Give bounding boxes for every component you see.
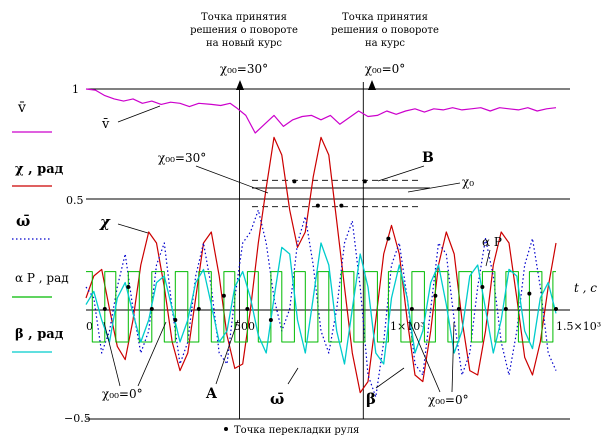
chi00-bottom-left: χ₀₀=0°	[102, 387, 143, 401]
y-tick-label: −0.5	[64, 412, 91, 425]
decision-annotation-left: Точка принятия решения о повороте на нов…	[190, 12, 298, 76]
y-tick-label: 1	[72, 83, 79, 96]
legend-label-chi: χ , рад	[15, 162, 64, 177]
reference-lines	[86, 82, 570, 419]
switch-point	[126, 285, 131, 289]
chi00-mid: χ₀₀=30°	[158, 151, 206, 165]
decision-right-line: Точка принятия	[342, 12, 428, 23]
series-layer	[85, 88, 557, 398]
switch-point	[221, 293, 226, 298]
omega-label: ω̄	[270, 390, 284, 408]
chi0-leader	[407, 182, 461, 193]
annotations: v̄ χ₀₀=30° B χ₀ χ α P χ₀₀=0° A ω̄ β χ₀₀=…	[99, 105, 502, 436]
switch-point	[386, 236, 391, 241]
alpha-label: α P	[482, 235, 502, 249]
switch-point	[268, 318, 273, 322]
legend-label-alpha: α P , рад	[15, 271, 69, 285]
switch-point	[554, 307, 558, 311]
point-b-leader	[377, 165, 425, 182]
switch-point-markers	[102, 179, 558, 322]
y-tick-label: 0.5	[66, 194, 84, 207]
switch-point	[527, 291, 532, 296]
footnote-marker	[224, 427, 228, 431]
switch-point	[245, 307, 250, 311]
chi0-label: χ₀	[462, 175, 474, 189]
chi00-bottom-right-leader	[409, 321, 441, 393]
chi00-mid-leader	[195, 165, 269, 194]
decision-left-arrow	[236, 80, 244, 90]
series-line-3	[86, 271, 556, 343]
label-v-leader	[117, 105, 161, 123]
decision-left-line: на новый курс	[206, 38, 282, 49]
switch-point	[433, 293, 438, 298]
chi00-bottom-right-leader	[451, 321, 455, 393]
point-a-leader	[215, 319, 239, 385]
chi00-right-top: χ₀₀=0°	[365, 62, 406, 76]
decision-left-line: Точка принятия	[201, 12, 287, 23]
chi00-bottom-left-leader	[137, 321, 167, 387]
chi00-bottom-left-leader	[103, 321, 121, 387]
chi-label-leader	[117, 223, 149, 234]
series-line-0	[85, 88, 557, 134]
switch-point	[503, 307, 508, 311]
x-tick-label: 1.5×10³	[556, 320, 601, 333]
switch-point	[362, 179, 367, 184]
switch-point	[339, 203, 344, 208]
legend: v̄ χ , рад ω̄ α P , рад β , рад	[12, 100, 69, 353]
omega-label-leader	[287, 367, 299, 385]
x-tick-label: 0	[86, 320, 93, 333]
beta-label-leader	[375, 367, 405, 389]
switch-point	[149, 307, 154, 311]
switch-point	[196, 307, 201, 311]
decision-left-line: решения о повороте	[190, 25, 298, 36]
point-b-label: B	[422, 150, 434, 166]
chi00-left-top: χ₀₀=30°	[220, 62, 268, 76]
series-line-4	[85, 242, 557, 365]
point-a-label: A	[205, 386, 218, 402]
series-line-2	[85, 209, 557, 398]
switch-point	[102, 307, 107, 311]
decision-right-line: на курс	[365, 38, 405, 49]
alpha-label-leader	[485, 249, 491, 267]
legend-label-beta: β , рад	[15, 327, 64, 342]
legend-label-v: v̄	[17, 100, 26, 116]
switch-point	[480, 285, 485, 289]
switch-point	[409, 307, 414, 311]
decision-right-arrow	[368, 80, 376, 90]
switch-point	[292, 179, 297, 184]
switch-point	[173, 318, 178, 322]
label-v: v̄	[101, 117, 110, 132]
x-tick-label: 1×10³	[390, 320, 425, 333]
beta-label: β	[366, 390, 376, 408]
legend-label-omega: ω̄	[16, 212, 30, 230]
switch-point	[315, 203, 320, 208]
axes	[86, 88, 570, 420]
chi-label: χ	[99, 213, 111, 231]
decision-annotation-right: Точка принятия решения о повороте на кур…	[331, 12, 439, 76]
decision-right-line: решения о повороте	[331, 25, 439, 36]
switch-point	[456, 307, 461, 311]
footnote-label: Точка перекладки руля	[234, 425, 359, 436]
y-tick-labels: 1 0.5 −0.5	[64, 83, 91, 425]
chi00-bottom-right: χ₀₀=0°	[428, 393, 469, 407]
x-axis-label: t , с	[574, 281, 597, 295]
